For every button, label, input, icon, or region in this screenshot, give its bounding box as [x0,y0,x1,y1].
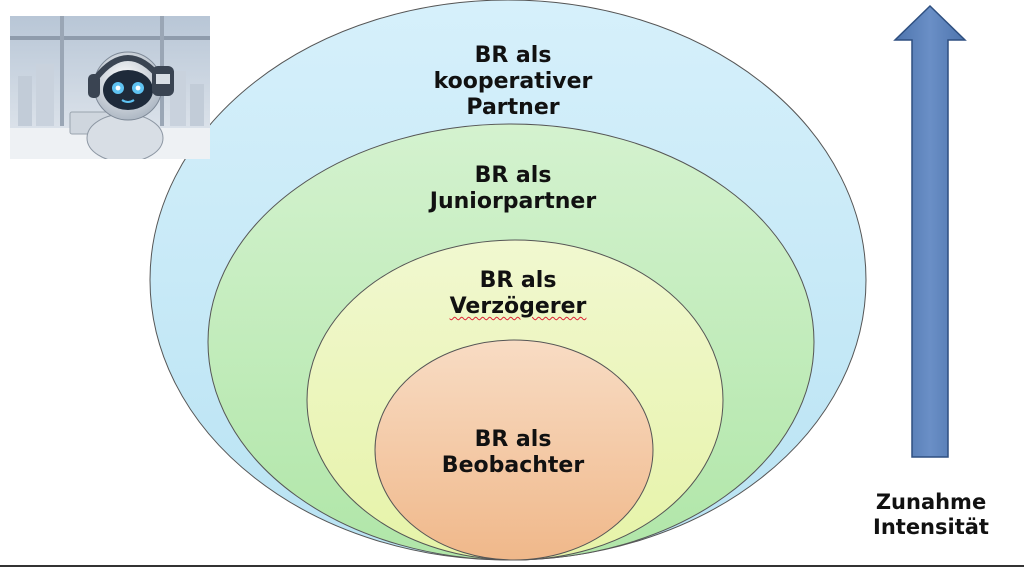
label-juniorpartner: BR als Juniorpartner [378,163,648,215]
label-line: BR als [474,427,552,452]
bottom-divider [0,565,1024,567]
spellcheck-underlined-word: Verzögerer [449,294,587,319]
label-kooperativer-partner: BR als kooperativer Partner [378,43,648,121]
layer-ellipse-beobachter [374,339,654,561]
arrow-caption-line2: Intensität [873,515,989,539]
label-beobachter: BR als Beobachter [378,427,648,479]
arrow-caption: Zunahme Intensität [846,490,1016,540]
label-line: Partner [466,95,560,120]
label-line: kooperativer [433,69,593,94]
label-verzoegerer: BR als Verzögerer [383,268,653,320]
label-line: BR als [479,268,557,293]
label-line: BR als [474,163,552,188]
robot-image [10,16,210,159]
label-line: Beobachter [441,453,585,478]
label-line: Juniorpartner [429,189,597,214]
label-line: BR als [474,43,552,68]
intensity-arrow [893,4,967,458]
label-line: Verzögerer [383,294,653,320]
arrow-caption-line1: Zunahme [875,490,987,514]
